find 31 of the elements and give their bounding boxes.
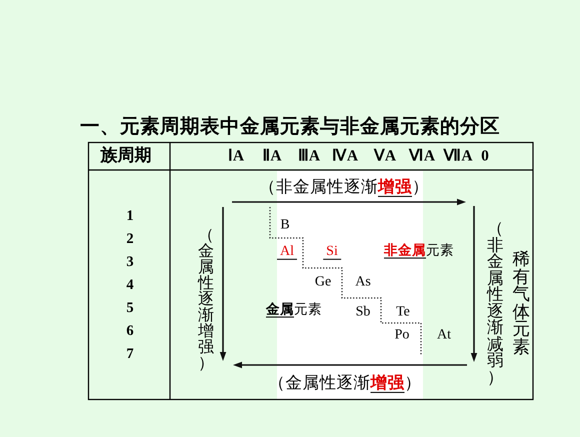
title: 一、元素周期表中金属元素与非金属元素的分区 xyxy=(80,116,500,138)
trend-label: （金属性逐渐增强） xyxy=(198,228,214,372)
element-symbol: As xyxy=(355,274,371,290)
group-header: ⅢA xyxy=(298,147,320,165)
element-symbol: Po xyxy=(394,327,410,343)
period-number: 3 xyxy=(126,255,134,271)
column-header: 族周期 xyxy=(100,146,152,166)
region-label: 金属元素 xyxy=(266,302,322,318)
group-header: ⅥA xyxy=(408,147,436,165)
element-symbol: Te xyxy=(396,304,410,320)
region-label: 稀有气体元素 xyxy=(512,250,530,356)
group-header: 0 xyxy=(481,147,489,165)
period-number: 2 xyxy=(126,232,134,248)
period-number: 4 xyxy=(126,278,134,294)
period-number: 1 xyxy=(126,209,134,225)
region-label: 非金属元素 xyxy=(384,244,454,258)
group-header: ⅤA xyxy=(374,147,396,165)
group-header: ⅠA xyxy=(228,147,244,165)
group-header: ⅡA xyxy=(262,147,282,165)
group-header: ⅣA xyxy=(332,147,358,165)
element-symbol: Ge xyxy=(314,274,332,290)
period-number: 6 xyxy=(126,324,134,340)
trend-label: （非金属性逐渐减弱） xyxy=(486,220,504,386)
element-symbol: At xyxy=(437,327,451,343)
element-symbol: Sb xyxy=(356,304,370,320)
period-number: 5 xyxy=(126,301,134,317)
group-header: ⅦA xyxy=(443,147,473,165)
trend-label: （非金属性逐渐增强） xyxy=(259,178,429,196)
element-symbol: B xyxy=(280,217,290,233)
period-number: 7 xyxy=(126,347,134,363)
trend-label: （金属性逐渐增强） xyxy=(268,374,422,392)
